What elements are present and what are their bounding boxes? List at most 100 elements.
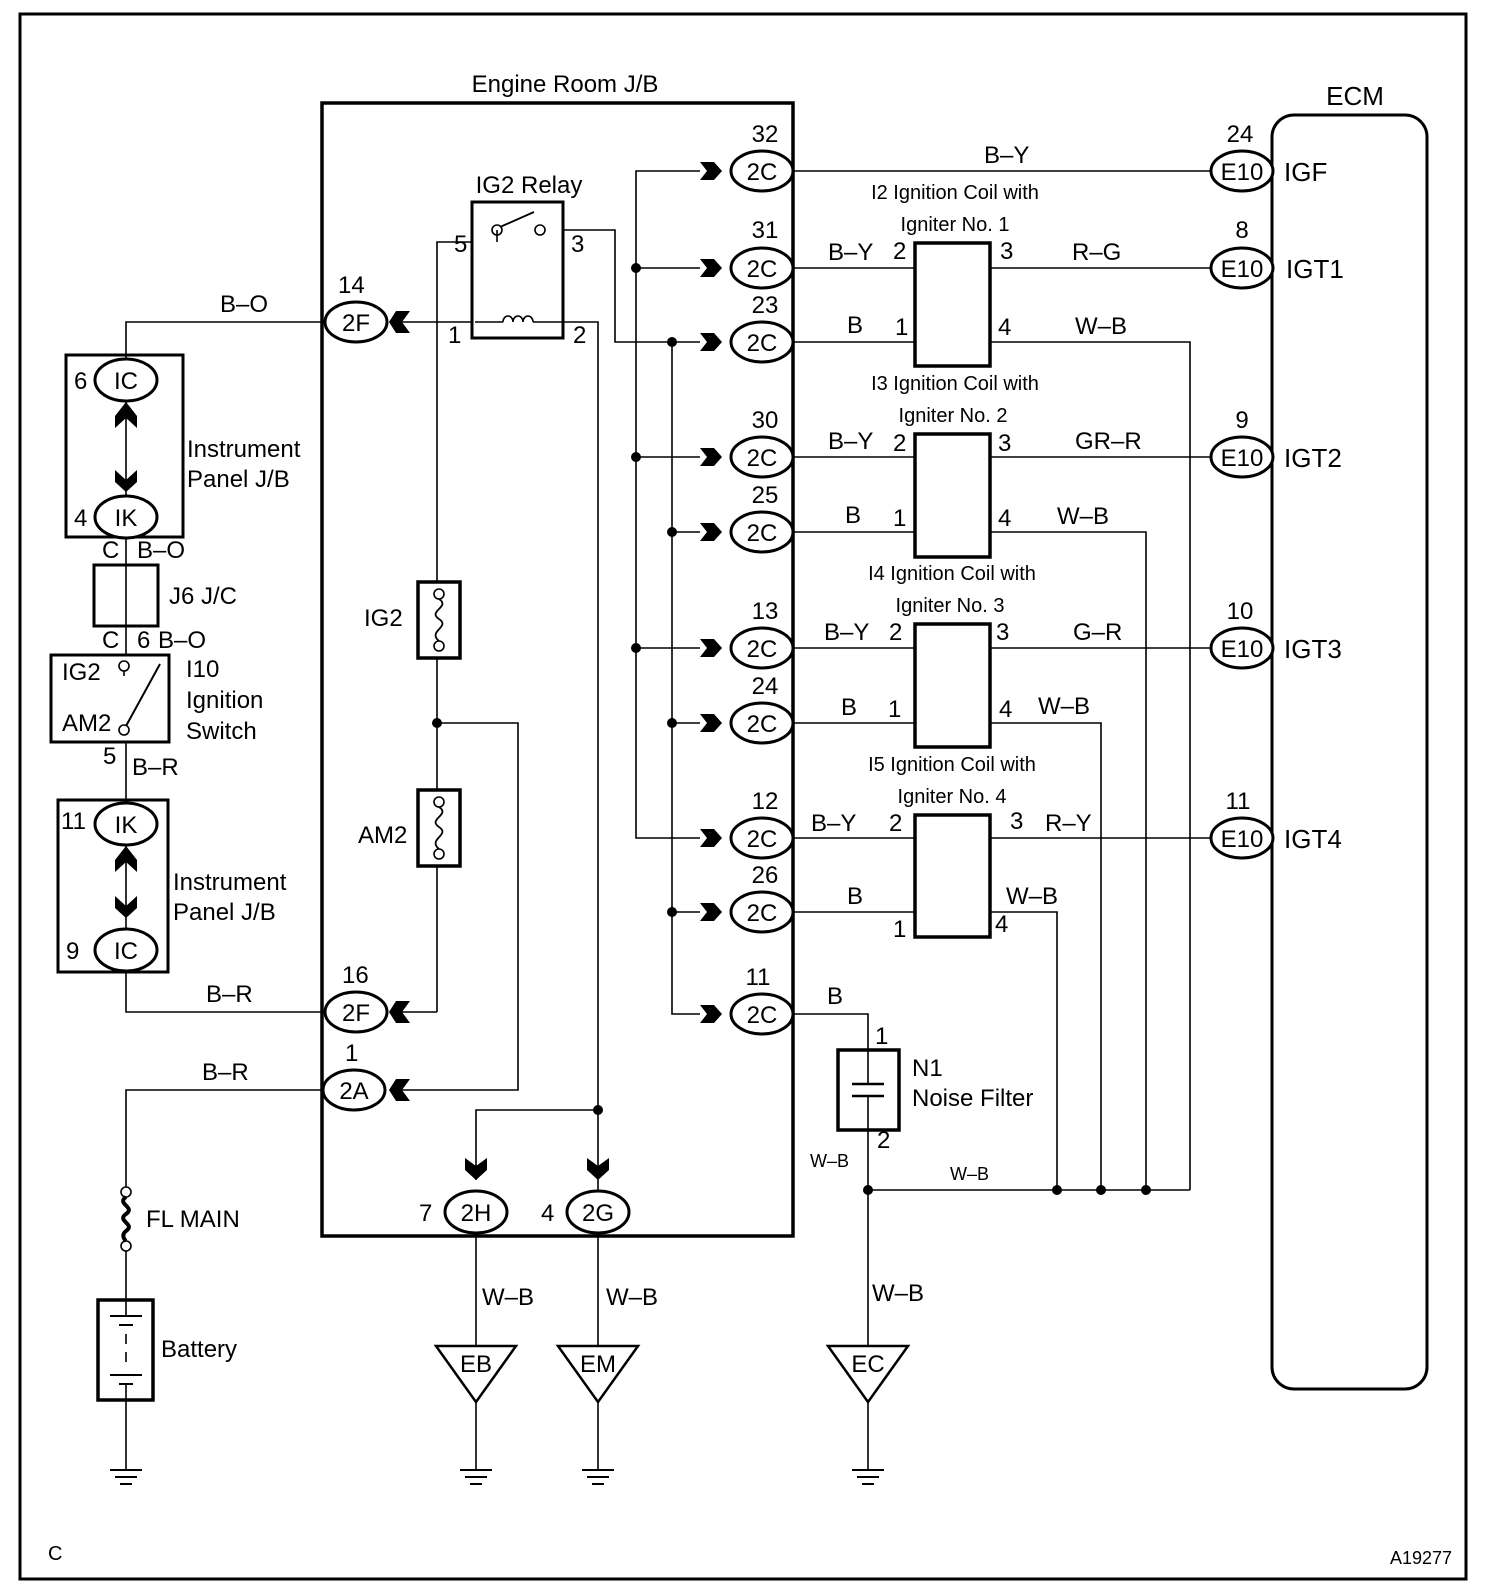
ecm-connector: E10 [1221, 636, 1264, 663]
junction-dots [432, 263, 1151, 1195]
connector-2c-11: 2C 11 [700, 964, 795, 1036]
connector-2c-32: 2C 32 [700, 121, 795, 193]
connector-2h-7: 2H 7 W–B [419, 1158, 534, 1311]
ig2-fuse-label: IG2 [364, 605, 403, 632]
relay-pin-1: 1 [448, 322, 461, 349]
connector-label: 2C [747, 330, 778, 357]
noise-filter-label: Noise Filter [912, 1085, 1033, 1112]
jc-bottom-wire: B–O [158, 627, 206, 654]
ecm-pin: 10 [1227, 598, 1254, 625]
engine-room-jb-box [320, 101, 795, 1238]
coil-title: I5 Ignition Coil with [868, 754, 1036, 776]
switch-ig2: IG2 [62, 659, 101, 686]
coil-pin-1: 1 [888, 696, 901, 723]
pin-number: 4 [541, 1200, 554, 1227]
coil-pin-2: 2 [893, 238, 906, 265]
coil-subtitle: Igniter No. 3 [896, 595, 1005, 617]
ground-battery [110, 1469, 142, 1485]
am2-fuse-label: AM2 [358, 822, 407, 849]
ig2-relay-label: IG2 Relay [476, 172, 583, 199]
connector-2c-31: 2C 31 [700, 217, 795, 290]
instrument-panel-jb-lower: IK 11 IC 9 Instrument Panel J/B [56, 798, 287, 974]
coil-pin-2: 2 [889, 619, 902, 646]
igf-wire-color: B–Y [984, 142, 1029, 169]
coil-pin-2: 2 [893, 430, 906, 457]
engine-room-jb-label: Engine Room J/B [472, 71, 659, 98]
ground-em: EM [555, 1344, 641, 1485]
out-wire: GR–R [1075, 428, 1142, 455]
gnd-wire: W–B [1006, 883, 1058, 910]
switch-label-2: Switch [186, 718, 257, 745]
noise-filter-code: N1 [912, 1055, 943, 1082]
ecm-pin: 24 [1227, 121, 1254, 148]
pin-number: 31 [752, 217, 779, 244]
ignition-coil-1: I2 Ignition Coil with Igniter No. 1 B–Y … [828, 182, 1127, 368]
ecm: ECM E10 24 IGF E10 8 IGT1 E10 9 IGT2 E10… [1209, 81, 1429, 1391]
ignition-switch: IG2 AM2 I10 Ignition Switch 5 B–R [49, 653, 263, 781]
wire-color: B–R [202, 1059, 249, 1086]
wire-color: W–B [482, 1284, 534, 1311]
in-wire: B–Y [811, 810, 856, 837]
coil-subtitle: Igniter No. 1 [901, 214, 1010, 236]
battery-label: Battery [161, 1336, 237, 1363]
connector-2a-1: 2A 1 B–R [202, 1040, 410, 1112]
corner-label: C [48, 1543, 62, 1565]
switch-pin: 5 [103, 743, 116, 770]
ecm-signal: IGT2 [1284, 443, 1342, 473]
out-wire: R–Y [1045, 810, 1092, 837]
connector-label: 2C [747, 636, 778, 663]
pin-number: 24 [752, 673, 779, 700]
out-wire: G–R [1073, 619, 1122, 646]
pin-number: 11 [746, 964, 771, 991]
connector-2g-4: 2G 4 W–B [541, 1158, 658, 1311]
pwr-wire: B [847, 883, 863, 910]
pin-number: 25 [752, 482, 779, 509]
ipjb-conn-bottom: IK [115, 505, 138, 532]
coil-subtitle: Igniter No. 2 [899, 405, 1008, 427]
relay-pin-2: 2 [573, 322, 586, 349]
ipjb-pin-bottom: 9 [66, 938, 79, 965]
connector-label: 2F [342, 310, 370, 337]
connector-2c-25: 2C 25 [700, 482, 795, 554]
noise-filter-out-wire: W–B [810, 1151, 849, 1171]
ipjb-conn-top: IC [114, 368, 138, 395]
ecm-connector: E10 [1221, 826, 1264, 853]
relay-pin-5: 5 [454, 231, 467, 258]
ground-label: EM [580, 1351, 616, 1378]
noise-filter-pin-1: 1 [875, 1023, 888, 1050]
gnd-wire: W–B [1057, 503, 1109, 530]
connector-label: 2C [747, 1002, 778, 1029]
ecm-pin: 11 [1226, 788, 1251, 815]
jc-bottom-pin: 6 [137, 627, 150, 654]
ipjb-pin-top: 6 [74, 368, 87, 395]
pin-number: 13 [752, 598, 779, 625]
coil-pin-1: 1 [893, 916, 906, 943]
connector-label: 2H [461, 1200, 492, 1227]
fl-main-label: FL MAIN [146, 1206, 240, 1233]
relay-pin-3: 3 [571, 231, 584, 258]
connector-2c-12: 2C 12 [700, 788, 795, 860]
coil-pin-4: 4 [999, 696, 1012, 723]
ecm-connector: E10 [1221, 256, 1264, 283]
coil-title: I2 Ignition Coil with [871, 182, 1039, 204]
coil-pin-4: 4 [998, 505, 1011, 532]
figure-id: A19277 [1390, 1548, 1452, 1568]
connector-label: 2C [747, 900, 778, 927]
coil-pin-2: 2 [889, 810, 902, 837]
connector-label: 2F [342, 1000, 370, 1027]
coil-pin-4: 4 [995, 911, 1008, 938]
ipjb-title-1: Instrument [173, 869, 287, 896]
connector-2c-13: 2C 13 [700, 598, 795, 670]
ec-ground-wire: W–B [872, 1280, 924, 1307]
ecm-label: ECM [1326, 81, 1384, 111]
in-wire: B–Y [824, 619, 869, 646]
ig2-relay: IG2 Relay 5 3 1 2 [448, 172, 586, 349]
connector-2c-24: 2C 24 [700, 673, 795, 745]
jc-top-c: C [102, 537, 119, 564]
ground-label: EB [460, 1351, 492, 1378]
ipjb-conn-bottom: IC [114, 938, 138, 965]
connector-label: 2C [747, 445, 778, 472]
noise-filter-in-wire: B [827, 983, 843, 1010]
pin-number: 14 [338, 272, 365, 299]
coil-title: I4 Ignition Coil with [868, 563, 1036, 585]
